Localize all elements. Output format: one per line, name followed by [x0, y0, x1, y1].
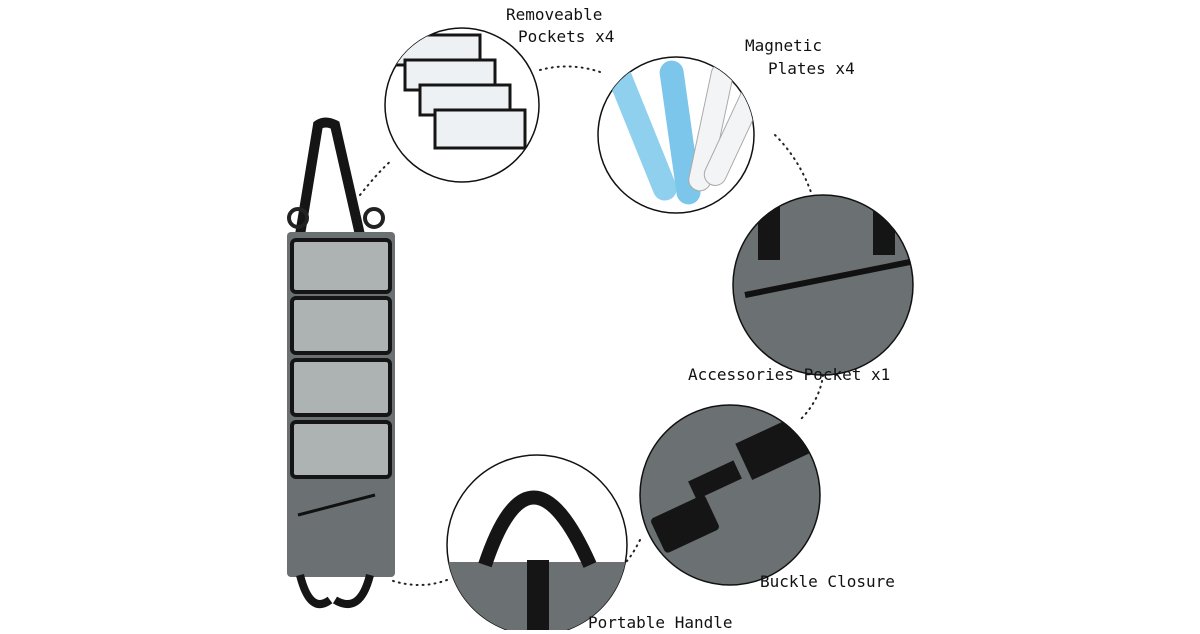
magnetic-plates-detail-circle [597, 56, 755, 214]
portable-handle-detail-circle [446, 454, 628, 630]
accessories-pocket-label: Accessories Pocket x1 [688, 365, 891, 384]
portable-handle-label: Portable Handle [588, 613, 733, 632]
dotted-connector-lines [359, 65, 824, 586]
removeable-pockets-label-line1: Removeable [506, 5, 603, 24]
organizer-product-image [287, 117, 395, 609]
accessories-pocket-detail-circle [732, 194, 914, 376]
buckle-closure-detail-circle [639, 404, 821, 586]
buckle-closure-label: Buckle Closure [760, 572, 895, 591]
magnetic-plates-label-line2: Plates x4 [768, 59, 855, 78]
magnetic-plates-label-line1: Magnetic [745, 36, 823, 55]
removeable-pockets-label-line2: Pockets x4 [518, 27, 615, 46]
pockets-detail-circle [384, 27, 540, 183]
